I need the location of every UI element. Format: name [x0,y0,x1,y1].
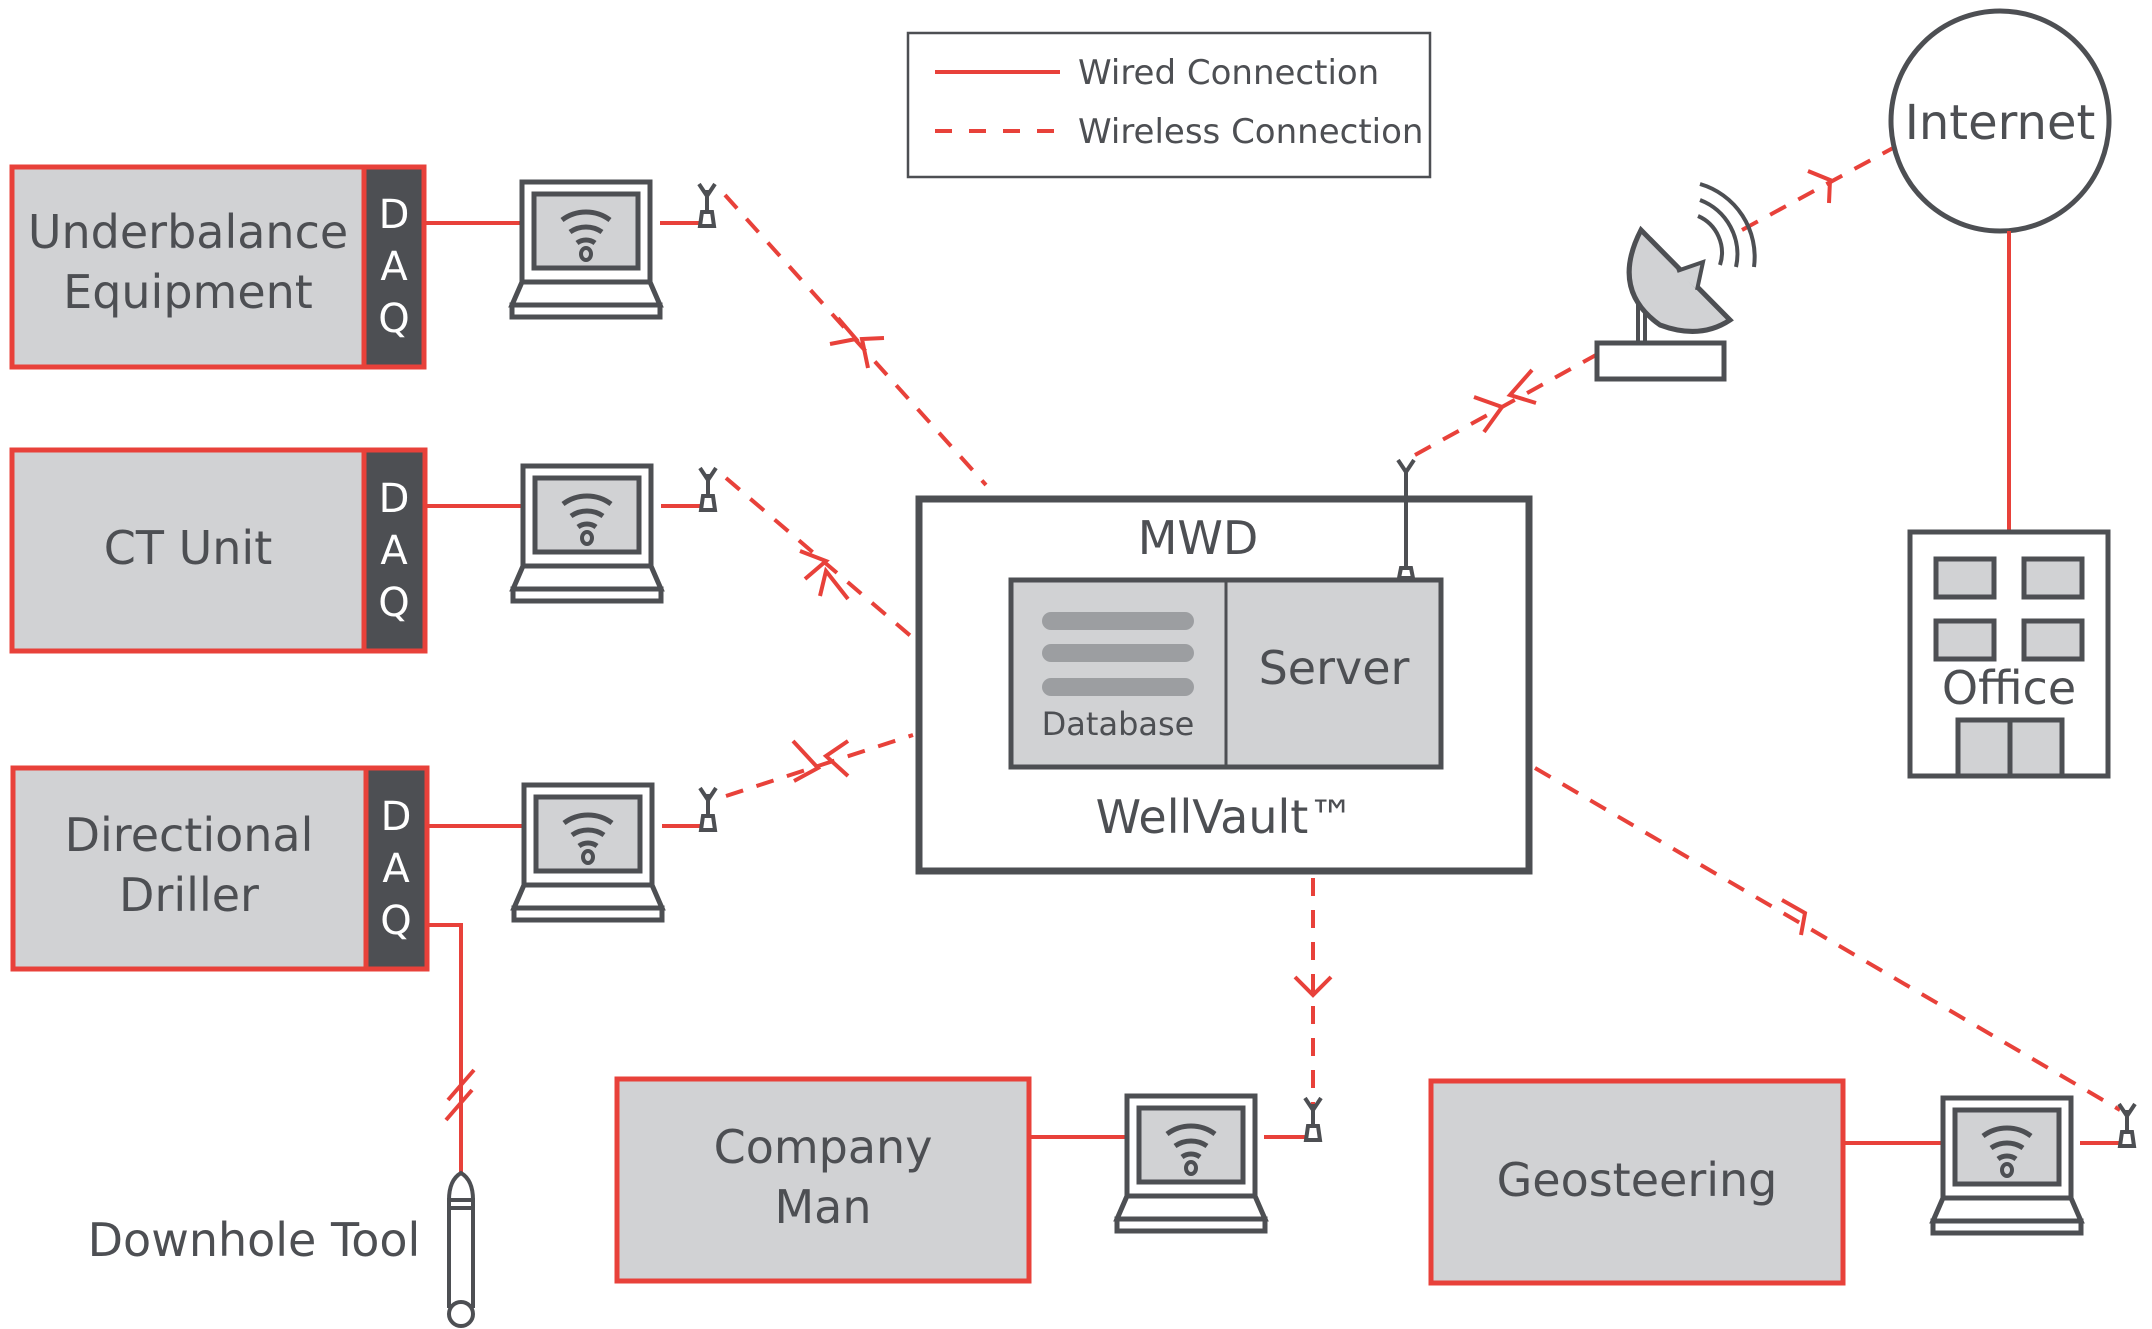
internet-node[interactable]: Internet [1888,8,2112,234]
daq-strip [361,447,428,654]
daq-letter: A [382,846,410,892]
server-antenna-icon [1396,458,1416,580]
daq-strip [363,765,430,972]
internet-label: Internet [1905,95,2096,151]
legend: Wired Connection Wireless Connection [906,31,1432,179]
mwd-title: MWD [1138,511,1259,565]
source-label-line2: Driller [119,868,259,922]
arrowhead [818,566,850,601]
arrowhead [1807,169,1833,204]
wireless-link-satellite [1414,353,1597,457]
daq-letter: A [380,244,408,290]
arrowhead [829,316,860,346]
downhole-tool-icon[interactable] [446,1170,476,1328]
source-underbalance[interactable]: Underbalance Equipment D A Q [9,164,427,370]
arrowhead [1293,975,1333,998]
office-label: Office [1942,661,2076,715]
source-ct-unit[interactable]: CT Unit D A Q [9,447,428,654]
arrowhead [1506,368,1537,405]
source-directional-driller[interactable]: Directional Driller D A Q [10,765,430,972]
source-label-line1: Underbalance [28,205,348,259]
satellite-dish-icon[interactable] [1594,182,1757,382]
wireless-arrowheads [791,169,1833,998]
daq-letter: D [381,794,412,840]
legend-box [906,31,1432,179]
company-man-line2: Man [774,1180,871,1234]
server-label: Server [1259,641,1410,695]
antenna-icon [698,466,718,512]
daq-letter: D [379,192,410,238]
company-man-node[interactable]: Company Man [614,1076,1032,1284]
arrowhead [791,739,822,783]
daq-letter: A [380,528,408,574]
arrowhead [859,336,885,369]
wellvault-label: WellVault™ [1096,790,1355,844]
geosteering-box[interactable] [1428,1078,1846,1286]
company-man-box[interactable] [614,1076,1032,1284]
legend-wired-label: Wired Connection [1078,53,1379,93]
daq-letter: Q [378,580,409,626]
daq-letter: Q [380,898,411,944]
office-building-icon[interactable]: Office [1907,529,2111,779]
laptop-icon[interactable] [1933,1098,2081,1233]
legend-wireless-label: Wireless Connection [1078,112,1423,152]
internet-circle[interactable] [1888,8,2112,234]
break-mark [444,1088,474,1122]
directional-driller-box[interactable] [10,765,369,972]
downhole-wire [427,923,476,1175]
antenna-icon [2117,1102,2137,1148]
antenna-icon [1303,1096,1323,1142]
geosteering-node[interactable]: Geosteering [1428,1078,1846,1286]
daq-strip [361,164,427,370]
laptop-icon[interactable] [514,785,662,920]
wireless-link-geosteering [1533,766,2122,1112]
downhole-tool-label: Downhole Tool [88,1213,421,1267]
daq-letter: D [379,476,410,522]
database-icon [1042,612,1194,696]
laptop-icon[interactable] [513,466,661,601]
source-label-line1: Directional [65,808,314,862]
arrowhead [822,739,850,778]
database-label: Database [1042,705,1195,743]
laptop-icon[interactable] [512,182,660,317]
wireless-link-internet [1741,146,1894,232]
antenna-icon [697,182,717,228]
geosteering-label: Geosteering [1497,1153,1778,1207]
wireless-link-ct-unit [724,476,915,640]
arrowhead [1473,395,1506,434]
daq-letter: Q [378,296,409,342]
source-label-line1: CT Unit [104,521,272,575]
antenna-icon [698,786,718,832]
mwd-wellvault[interactable]: MWD Database Server WellVault™ [915,495,1533,875]
arrowhead [799,549,830,581]
ct-unit-box[interactable] [9,447,367,654]
laptop-icon[interactable] [1117,1096,1265,1231]
break-mark [446,1068,476,1102]
arrowhead [1781,898,1808,936]
underbalance-box[interactable] [9,164,367,370]
source-label-line2: Equipment [63,265,313,319]
wireless-link-directional [725,733,914,798]
company-man-line1: Company [714,1120,933,1174]
